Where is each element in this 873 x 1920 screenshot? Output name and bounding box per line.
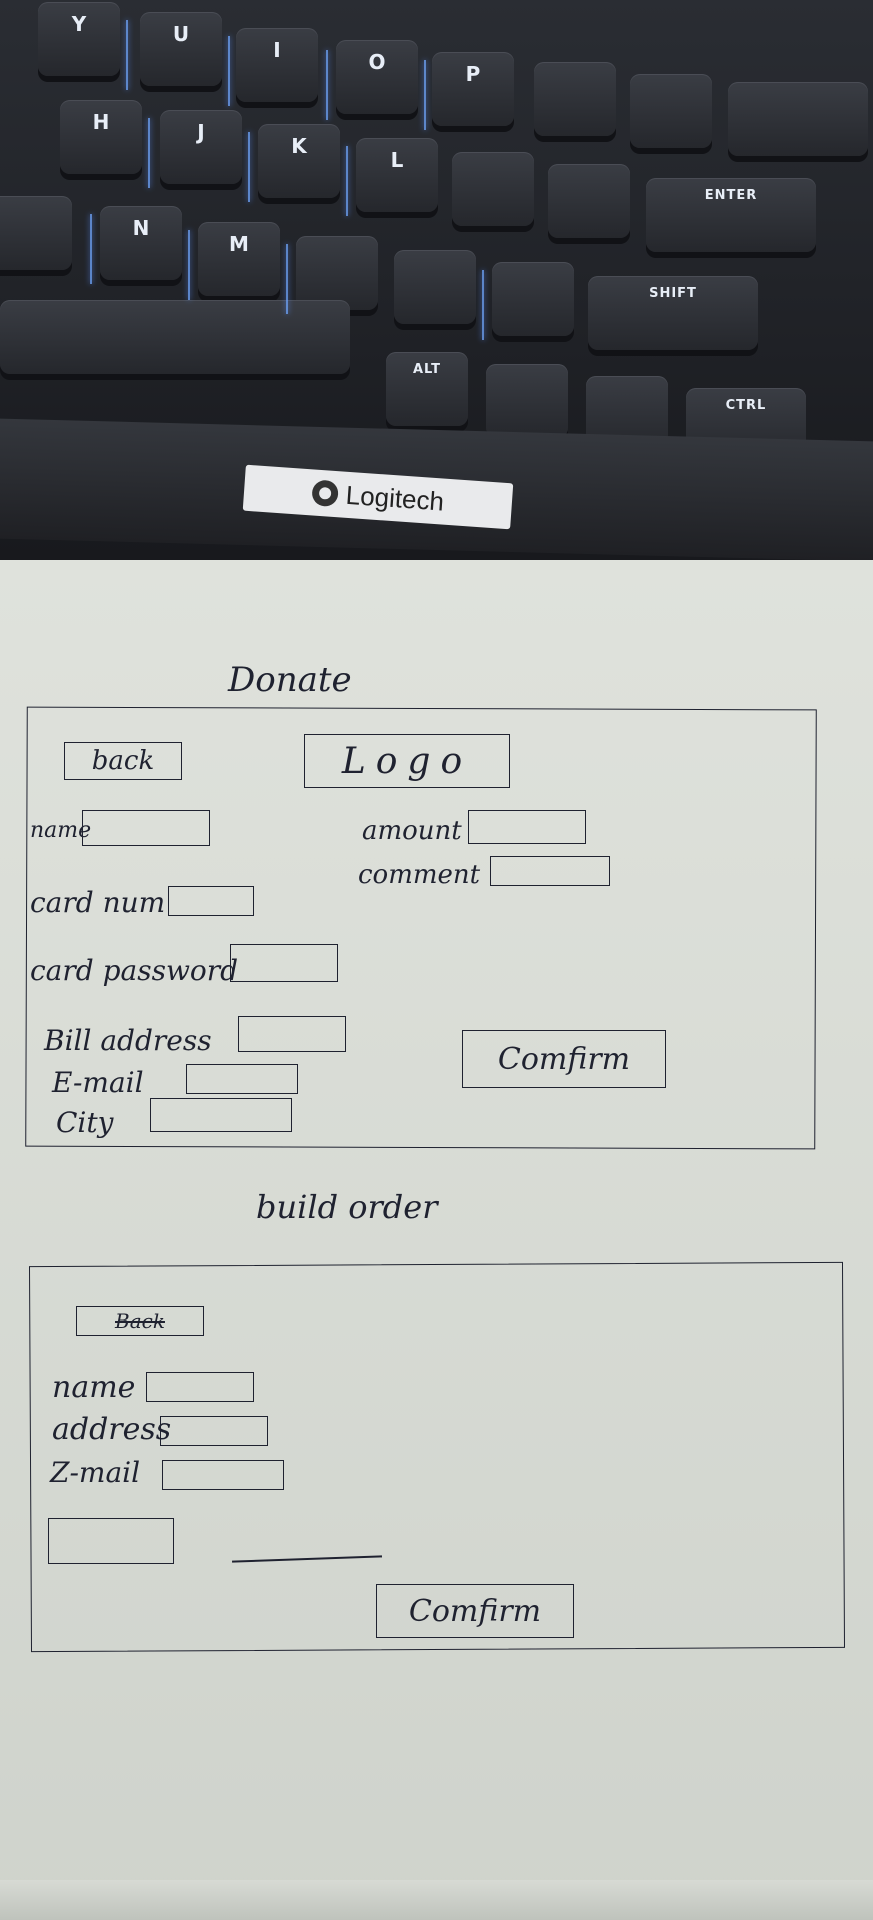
key-bracket-left	[534, 62, 616, 136]
key-y: Y	[38, 2, 120, 76]
build-order-email-field[interactable]	[162, 1460, 284, 1490]
donate-city-label: City	[56, 1106, 114, 1139]
donate-amount-field[interactable]	[468, 810, 586, 844]
key-comma	[296, 236, 378, 310]
logitech-logo-icon	[311, 479, 339, 508]
donate-card-num-label: card num	[30, 886, 166, 919]
key-backlight	[286, 244, 288, 314]
donate-name-field[interactable]	[82, 810, 210, 846]
build-order-email-label: Z-mail	[50, 1456, 141, 1489]
key-semicolon	[452, 152, 534, 226]
donate-comment-label: comment	[358, 860, 481, 890]
donate-email-field[interactable]	[186, 1064, 298, 1094]
keyboard-photo: Y U I O P H J K L ENTER N M SHIFT ALT CT…	[0, 0, 873, 580]
key-n: N	[100, 206, 182, 280]
key-backlight	[188, 230, 190, 300]
paper-sketch: Donate back Logo name amount comment car…	[0, 560, 873, 1920]
key-m: M	[198, 222, 280, 296]
key-backlight	[90, 214, 92, 284]
key-bracket-right	[630, 74, 712, 148]
build-order-extra-box[interactable]	[48, 1518, 174, 1564]
key-shift: SHIFT	[588, 276, 758, 350]
key-j: J	[160, 110, 242, 184]
build-order-address-label: address	[52, 1412, 172, 1447]
key-backlight	[126, 20, 128, 90]
key-slash	[492, 262, 574, 336]
donate-email-label: E-mail	[52, 1066, 144, 1099]
key-h: H	[60, 100, 142, 174]
key-win	[486, 364, 568, 438]
key-u: U	[140, 12, 222, 86]
donate-comment-field[interactable]	[490, 856, 610, 886]
key-backlight	[326, 50, 328, 120]
key-p: P	[432, 52, 514, 126]
key-backslash	[728, 82, 868, 156]
key-period	[394, 250, 476, 324]
build-order-confirm-button[interactable]: Comfirm	[376, 1584, 574, 1638]
build-order-back-button[interactable]: Back	[76, 1306, 204, 1336]
donate-logo: Logo	[304, 734, 510, 788]
donate-city-field[interactable]	[150, 1098, 292, 1132]
key-backlight	[148, 118, 150, 188]
donate-card-password-label: card password	[30, 954, 239, 987]
donate-card-password-field[interactable]	[230, 944, 338, 982]
key-quote	[548, 164, 630, 238]
key-space	[0, 300, 350, 374]
key-b	[0, 196, 72, 270]
donate-card-num-field[interactable]	[168, 886, 254, 916]
key-k: K	[258, 124, 340, 198]
brand-name: Logitech	[344, 479, 446, 517]
key-alt: ALT	[386, 352, 468, 426]
key-i: I	[236, 28, 318, 102]
paper-bottom-shadow	[0, 1880, 873, 1920]
build-order-address-field[interactable]	[160, 1416, 268, 1446]
build-order-name-field[interactable]	[146, 1372, 254, 1402]
key-backlight	[482, 270, 484, 340]
key-o: O	[336, 40, 418, 114]
key-backlight	[228, 36, 230, 106]
donate-amount-label: amount	[362, 816, 462, 846]
key-backlight	[346, 146, 348, 216]
donate-bill-address-label: Bill address	[44, 1024, 212, 1057]
build-order-title: build order	[256, 1188, 438, 1226]
key-l: L	[356, 138, 438, 212]
key-enter: ENTER	[646, 178, 816, 252]
donate-bill-address-field[interactable]	[238, 1016, 346, 1052]
donate-back-button[interactable]: back	[64, 742, 182, 780]
build-order-name-label: name	[52, 1370, 136, 1405]
donate-title: Donate	[228, 660, 352, 700]
donate-name-label: name	[30, 818, 92, 843]
key-backlight	[424, 60, 426, 130]
key-backlight	[248, 132, 250, 202]
donate-confirm-button[interactable]: Comfirm	[462, 1030, 666, 1088]
